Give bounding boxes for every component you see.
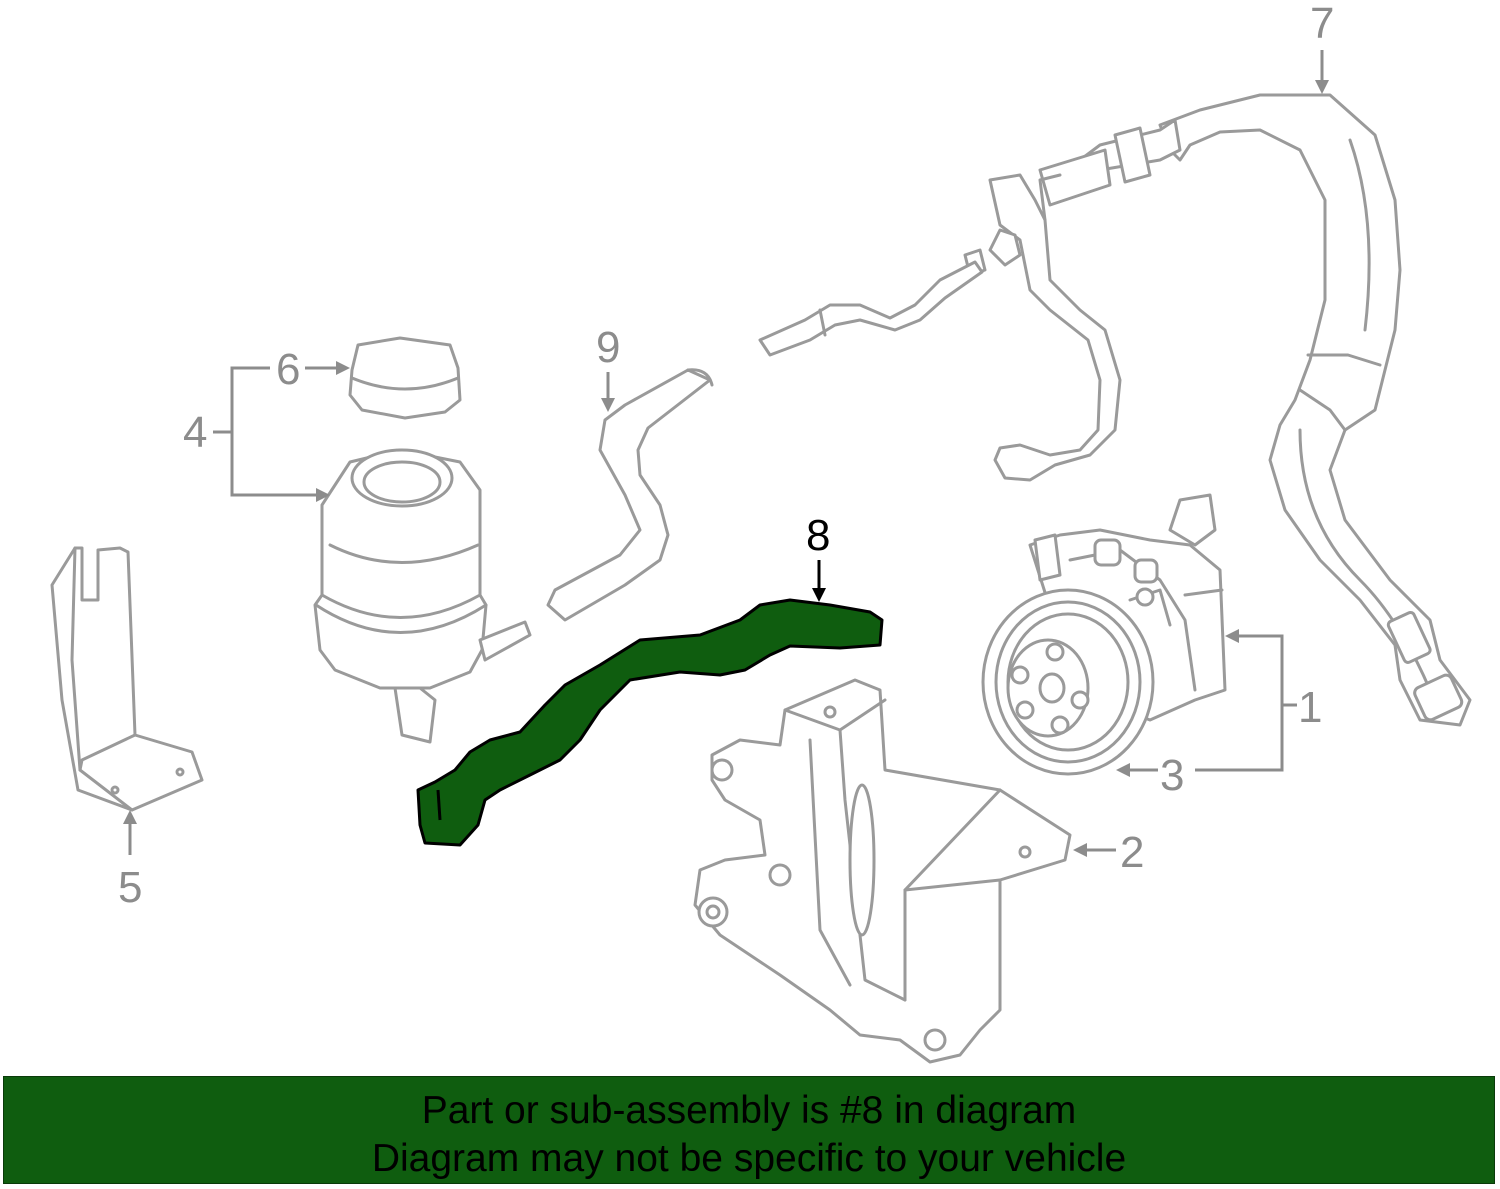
- part-6-cap: [348, 336, 462, 420]
- callout-6: 6: [276, 345, 350, 394]
- callout-5: 5: [118, 810, 142, 912]
- callout-8: 8: [806, 511, 830, 602]
- callout-7: 7: [1310, 0, 1334, 94]
- part-4-reservoir: [313, 448, 532, 744]
- info-banner: Part or sub-assembly is #8 in diagram Di…: [3, 1076, 1495, 1184]
- callout-2: 2: [1073, 828, 1144, 877]
- callout-1: 1: [1195, 629, 1322, 772]
- part-2-mount-bracket: [693, 678, 1072, 1064]
- banner-line-part-number: Part or sub-assembly is #8 in diagram: [421, 1089, 1077, 1132]
- callout-number-9: 9: [596, 323, 620, 372]
- callout-number-6: 6: [276, 345, 300, 394]
- part-5-bracket: [50, 546, 204, 812]
- callout-4: 4: [183, 366, 330, 502]
- callout-9: 9: [596, 323, 620, 412]
- part-7-hose-assembly: [758, 93, 1472, 727]
- callout-number-5: 5: [118, 863, 142, 912]
- callout-number-7: 7: [1310, 0, 1334, 48]
- callout-number-3: 3: [1160, 751, 1184, 800]
- banner-line-disclaimer: Diagram may not be specific to your vehi…: [371, 1137, 1127, 1180]
- callout-number-1: 1: [1298, 683, 1322, 732]
- part-8-hose-highlighted: [416, 598, 884, 847]
- callout-3: 3: [1116, 751, 1184, 800]
- callout-number-4: 4: [183, 408, 207, 457]
- part-3-pulley: [981, 588, 1155, 776]
- callout-number-8: 8: [806, 511, 830, 560]
- part-9-hose: [546, 368, 714, 622]
- callout-number-2: 2: [1120, 828, 1144, 877]
